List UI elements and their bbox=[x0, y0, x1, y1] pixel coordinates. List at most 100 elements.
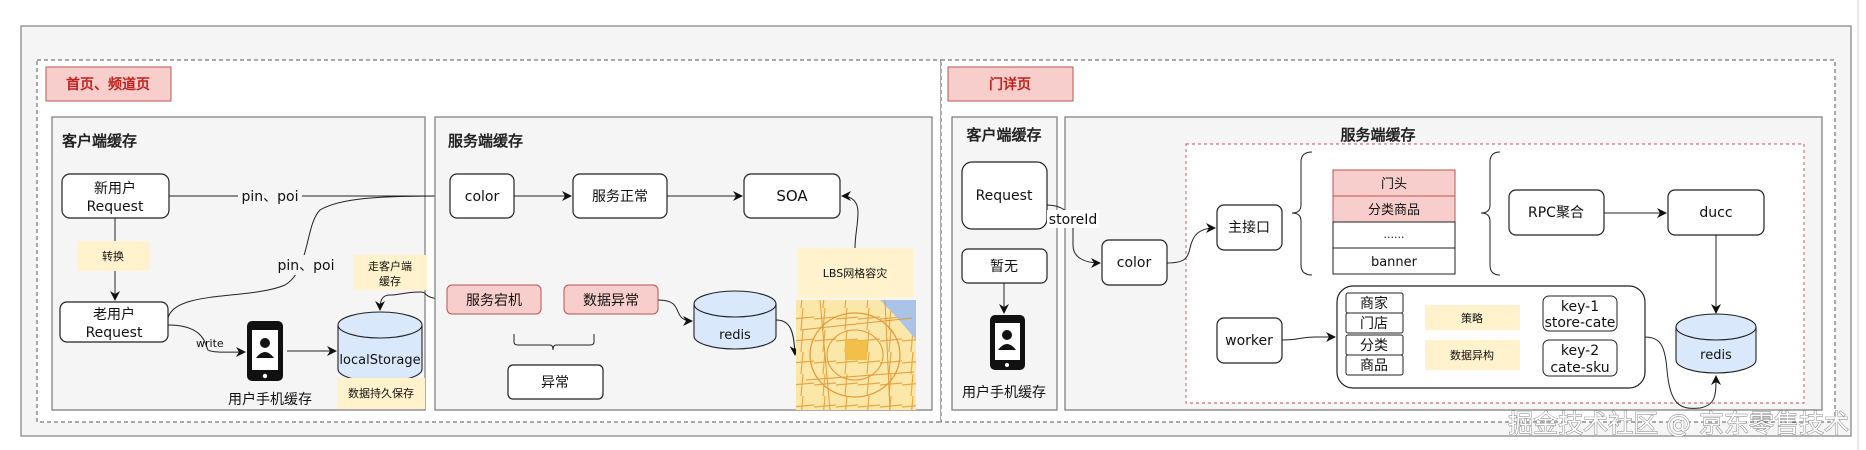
home-color-label: color bbox=[465, 189, 500, 205]
write-label: write bbox=[196, 337, 224, 350]
soa-node[interactable]: SOA bbox=[743, 173, 841, 219]
lbs-label: LBS网格容灾 bbox=[823, 266, 887, 280]
modules-brace bbox=[1291, 151, 1313, 276]
ducc-label: ducc bbox=[1699, 205, 1732, 221]
entity-item[interactable]: 商品 bbox=[1345, 354, 1404, 376]
store-tag-label: 门详页 bbox=[989, 76, 1031, 93]
persist-label: 数据持久保存 bbox=[348, 386, 414, 400]
store-color-label: color bbox=[1117, 255, 1152, 271]
convert-note: 转换 bbox=[77, 241, 150, 271]
pin-poi-1-bg bbox=[238, 187, 302, 205]
strategy-label: 策略 bbox=[1461, 311, 1483, 325]
key2-label: key-2 bbox=[1561, 343, 1599, 359]
localstorage-label: localStorage bbox=[339, 353, 420, 368]
home-redis-db[interactable]: redis bbox=[693, 290, 777, 350]
edge-redis-to-map bbox=[775, 319, 800, 356]
store-redis-db[interactable]: redis bbox=[1675, 313, 1757, 374]
edge-data-error-to-redis bbox=[657, 299, 693, 326]
hetero-note: 数据异构 bbox=[1425, 340, 1520, 370]
home-redis-label: redis bbox=[719, 328, 751, 343]
edge-service-down-to-localstorage bbox=[375, 291, 448, 311]
edge-worker-to-entities bbox=[1281, 332, 1336, 342]
key1-value: store-cate bbox=[1545, 315, 1616, 331]
entity-label: 分类 bbox=[1360, 338, 1388, 354]
new-user-request-node[interactable]: 新用户 Request bbox=[61, 173, 170, 219]
old-user-request-node[interactable]: 老用户 Request bbox=[59, 301, 169, 343]
none-node[interactable]: 暂无 bbox=[961, 248, 1048, 284]
rpc-label: RPC聚合 bbox=[1528, 205, 1584, 221]
home-client-title: 客户端缓存 bbox=[61, 132, 137, 150]
rpc-node[interactable]: RPC聚合 bbox=[1508, 189, 1605, 236]
data-error-label: 数据异常 bbox=[583, 293, 639, 309]
lbs-note: LBS网格容灾 bbox=[798, 248, 913, 298]
home-phone-caption: 用户手机缓存 bbox=[228, 391, 312, 408]
client-fallback-note: 走客户端 缓存 bbox=[353, 255, 427, 290]
convert-label: 转换 bbox=[102, 249, 124, 263]
persist-note: 数据持久保存 bbox=[337, 378, 425, 409]
home-tag-label: 首页、频道页 bbox=[66, 76, 150, 93]
entity-item[interactable]: 分类 bbox=[1345, 334, 1404, 356]
localstorage-db[interactable]: localStorage bbox=[337, 311, 423, 383]
entity-label: 商品 bbox=[1360, 358, 1388, 374]
city-grid-map-image bbox=[796, 299, 916, 411]
module-label: 门头 bbox=[1381, 177, 1407, 192]
module-item[interactable]: banner bbox=[1332, 247, 1456, 275]
hetero-label: 数据异构 bbox=[1450, 348, 1494, 362]
watermark-text: 掘金技术社区 @ 京东零售技术 bbox=[1508, 409, 1849, 438]
fallback-label-line1: 走客户端 bbox=[368, 259, 412, 273]
store-server-title: 服务端缓存 bbox=[1340, 126, 1415, 144]
storeid-bg bbox=[1047, 210, 1099, 228]
worker-node[interactable]: worker bbox=[1216, 317, 1283, 364]
edge-label-storeid: storeId bbox=[1049, 212, 1097, 228]
key1-label: key-1 bbox=[1561, 299, 1599, 315]
home-color-node[interactable]: color bbox=[449, 173, 515, 219]
entity-label: 商家 bbox=[1360, 295, 1388, 312]
pin-poi-2-bg bbox=[274, 255, 338, 275]
new-user-label: 新用户 bbox=[94, 180, 136, 197]
store-request-label: Request bbox=[976, 188, 1033, 204]
entity-item[interactable]: 门店 bbox=[1345, 312, 1404, 334]
main-api-node[interactable]: 主接口 bbox=[1216, 204, 1283, 251]
edge-color-to-main-api bbox=[1166, 223, 1216, 264]
edge-label-pin-poi-1: pin、poi bbox=[242, 189, 299, 205]
home-tag: 首页、频道页 bbox=[45, 66, 172, 102]
fallback-label-line2: 缓存 bbox=[379, 274, 401, 288]
module-item[interactable]: ...... bbox=[1332, 221, 1456, 249]
module-item[interactable]: 门头 bbox=[1332, 169, 1456, 197]
edge-old-user-to-color bbox=[167, 195, 441, 319]
worker-data-container: 商家 门店 分类 商品 策略 数据异构 key-1 store-cate bbox=[1336, 285, 1646, 389]
mobile-phone-user-icon bbox=[990, 315, 1025, 370]
key2-value: cate-sku bbox=[1550, 360, 1609, 376]
ducc-node[interactable]: ducc bbox=[1667, 189, 1765, 236]
module-list: 门头 分类商品 ...... banner bbox=[1332, 169, 1456, 275]
service-ok-label: 服务正常 bbox=[592, 189, 648, 205]
edge-container-to-redis bbox=[1644, 336, 1721, 409]
none-label: 暂无 bbox=[990, 259, 1018, 275]
store-color-node[interactable]: color bbox=[1101, 239, 1168, 286]
key1-node[interactable]: key-1 store-cate bbox=[1542, 295, 1618, 332]
store-tag: 门详页 bbox=[947, 66, 1074, 102]
old-user-label: 老用户 bbox=[93, 306, 135, 323]
service-down-node[interactable]: 服务宕机 bbox=[446, 284, 542, 315]
module-label: ...... bbox=[1384, 228, 1405, 241]
error-group-node[interactable]: 异常 bbox=[507, 364, 604, 400]
data-error-node[interactable]: 数据异常 bbox=[563, 284, 659, 315]
entity-label: 门店 bbox=[1360, 316, 1388, 332]
home-server-title: 服务端缓存 bbox=[448, 132, 523, 150]
store-client-title: 客户端缓存 bbox=[965, 126, 1041, 144]
service-ok-node[interactable]: 服务正常 bbox=[572, 173, 668, 219]
entity-item[interactable]: 商家 bbox=[1345, 292, 1404, 314]
new-user-request-label: Request bbox=[87, 199, 144, 215]
module-label: banner bbox=[1371, 255, 1418, 270]
store-request-node[interactable]: Request bbox=[961, 161, 1048, 230]
edge-lbs-to-soa bbox=[841, 191, 859, 249]
key2-node[interactable]: key-2 cate-sku bbox=[1542, 339, 1618, 377]
soa-label: SOA bbox=[776, 187, 808, 205]
edge-label-pin-poi-2: pin、poi bbox=[278, 258, 335, 274]
store-phone-caption: 用户手机缓存 bbox=[962, 384, 1046, 401]
store-redis-label: redis bbox=[1700, 348, 1732, 363]
service-down-label: 服务宕机 bbox=[466, 293, 522, 309]
module-item[interactable]: 分类商品 bbox=[1332, 195, 1456, 223]
edge-old-user-to-phone bbox=[167, 324, 246, 358]
